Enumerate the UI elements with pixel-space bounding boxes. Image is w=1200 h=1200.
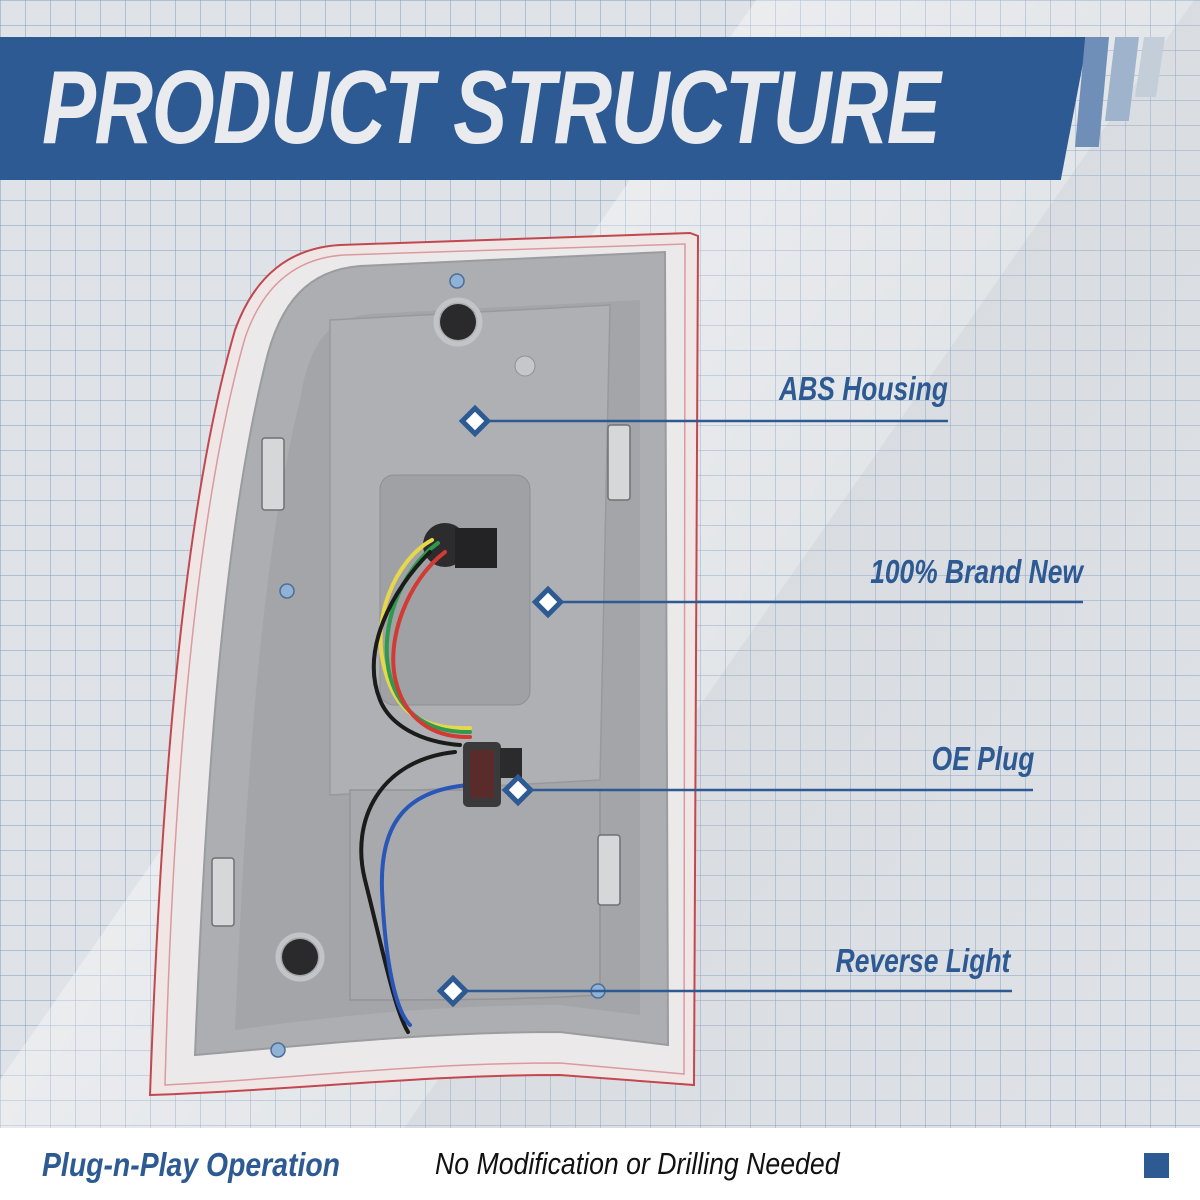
tail-light-illustration (148, 231, 700, 1097)
callout-reverse-light: Reverse Light (835, 942, 1010, 979)
brand-square-icon (1144, 1153, 1169, 1178)
diamond-marker-icon (531, 585, 565, 619)
mounting-grommet (440, 304, 476, 340)
title-banner (0, 37, 1088, 180)
wiring-harness (359, 538, 472, 1034)
footer-bar (0, 1128, 1200, 1200)
callout-oe-plug: OE Plug (931, 740, 1034, 777)
feature-title: Plug-n-Play Operation (42, 1146, 341, 1183)
page-title: PRODUCT STRUCTURE (42, 50, 941, 166)
callout-abs-housing: ABS Housing (779, 370, 948, 407)
diamond-marker-icon (436, 974, 470, 1008)
diamond-marker-icon (458, 404, 492, 438)
callout-brand-new: 100% Brand New (870, 553, 1083, 590)
mounting-clip (211, 424, 631, 927)
diamond-marker-icon (501, 773, 535, 807)
callout-layer (436, 404, 1083, 1008)
mounting-grommet (282, 939, 318, 975)
feature-description: No Modification or Drilling Needed (435, 1146, 840, 1181)
grid-background: PRODUCT STRUCTURE (0, 0, 1200, 1128)
